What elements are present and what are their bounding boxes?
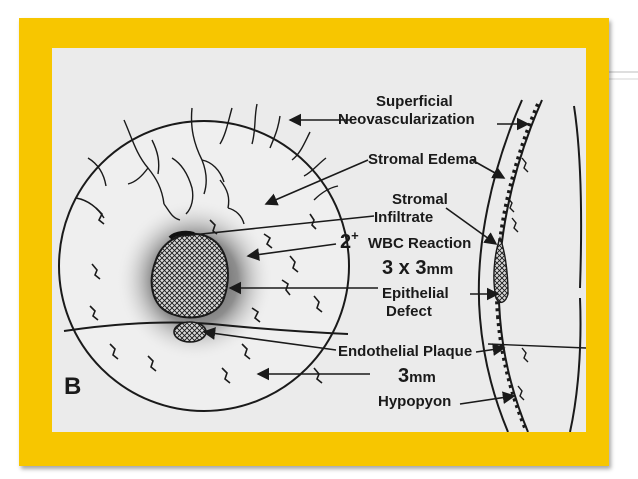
cornea-diagram: Superficial Neovascularization Stromal E…	[58, 93, 586, 432]
section-infiltrate	[493, 236, 509, 304]
label-stromal: Stromal	[392, 191, 448, 208]
label-endothelial-plaque: Endothelial Plaque	[338, 343, 472, 360]
label-hypopyon: Hypopyon	[378, 393, 451, 410]
stromal-infiltrate	[150, 232, 229, 319]
panel-letter: B	[64, 373, 81, 400]
label-hypopyon-size: 3mm	[398, 365, 436, 387]
pointer-lines	[181, 113, 530, 405]
diagram-figure: Superficial Neovascularization Stromal E…	[52, 48, 586, 432]
cornea-front-view	[58, 103, 350, 412]
edema-marks	[89, 207, 323, 384]
label-wbc-grade: 2+	[340, 228, 359, 253]
superficial-vessels	[75, 103, 339, 225]
label-superficial: Superficial	[376, 93, 453, 110]
label-stromal-edema: Stromal Edema	[368, 151, 478, 168]
label-wbc-reaction: WBC Reaction	[368, 235, 471, 252]
endothelial-plaque	[173, 321, 207, 343]
labels: Superficial Neovascularization Stromal E…	[64, 93, 478, 410]
label-size-3x3: 3 x 3mm	[382, 257, 453, 279]
hypopyon-level-line	[63, 321, 349, 335]
cornea-cross-section	[477, 99, 586, 432]
label-infiltrate: Infiltrate	[374, 209, 433, 226]
label-defect: Defect	[386, 303, 432, 320]
label-epithelial: Epithelial	[382, 285, 449, 302]
label-neovascularization: Neovascularization	[338, 111, 475, 128]
